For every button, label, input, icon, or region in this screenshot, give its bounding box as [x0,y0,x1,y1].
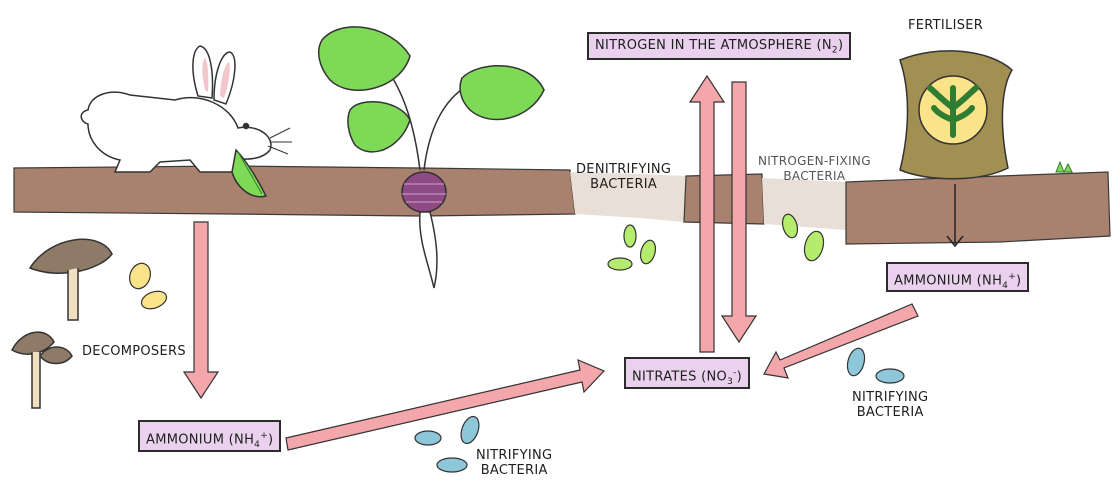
nitrates-box-text: NITRATES (NO [632,369,727,384]
nitrates-box-sub: 3 [727,377,733,387]
nitrogen-fixing-line-2: BACTERIA [758,169,871,184]
denitrifying-line-1: DENITRIFYING [576,162,671,177]
nitrifying-bacteria-bottom-label: NITRIFYING BACTERIA [476,448,552,478]
nitrifying-bacteria-right-label: NITRIFYING BACTERIA [852,390,928,420]
atmosphere-box-close: ) [838,38,843,53]
flow-arrows [184,76,918,450]
ammonium-left-box-text: AMMONIUM (NH [146,432,254,447]
arrow-ammonium-to-nitrates [286,360,604,450]
nitrates-box: NITRATES (NO3-) [624,357,750,389]
ammonium-left-box-close: ) [268,432,273,447]
nitrogen-fixing-line-1: NITROGEN-FIXING [758,154,871,169]
denitrifying-bacteria-label: DENITRIFYING BACTERIA [576,162,671,192]
nitrifying-bottom-line-1: NITRIFYING [476,448,552,463]
mushroom-icon [12,239,112,408]
ammonium-left-box-sup: + [260,431,268,441]
nitrates-box-close: ) [737,369,742,384]
radish-plant-icon [319,27,544,288]
nitrifying-bottom-line-2: BACTERIA [476,463,552,478]
arrow-ammonium-right-to-nitrates [764,304,918,378]
ammonium-right-box: AMMONIUM (NH4+) [886,262,1029,292]
fertiliser-label: FERTILISER [908,18,983,33]
nitrifying-right-line-1: NITRIFYING [852,390,928,405]
ammonium-right-box-sup: + [1008,272,1016,282]
arrow-decomposers-to-ammonium [184,222,218,398]
atmosphere-box-text: NITROGEN IN THE ATMOSPHERE (N [595,38,832,53]
grass-tuft-icon [1056,162,1072,172]
ammonium-right-box-text: AMMONIUM (NH [894,273,1002,288]
ammonium-right-box-sub: 4 [1002,281,1008,291]
nitrifying-right-line-2: BACTERIA [852,405,928,420]
ammonium-left-box-sub: 4 [254,440,260,450]
atmosphere-box: NITROGEN IN THE ATMOSPHERE (N2) [587,32,851,60]
nitrogen-fixing-bacteria-label: NITROGEN-FIXING BACTERIA [758,154,871,184]
decomposers-label: DECOMPOSERS [82,344,186,359]
denitrifying-line-2: BACTERIA [576,177,671,192]
fertiliser-sack-icon [900,51,1012,179]
ammonium-right-box-close: ) [1016,273,1021,288]
ammonium-left-box: AMMONIUM (NH4+) [138,420,281,452]
